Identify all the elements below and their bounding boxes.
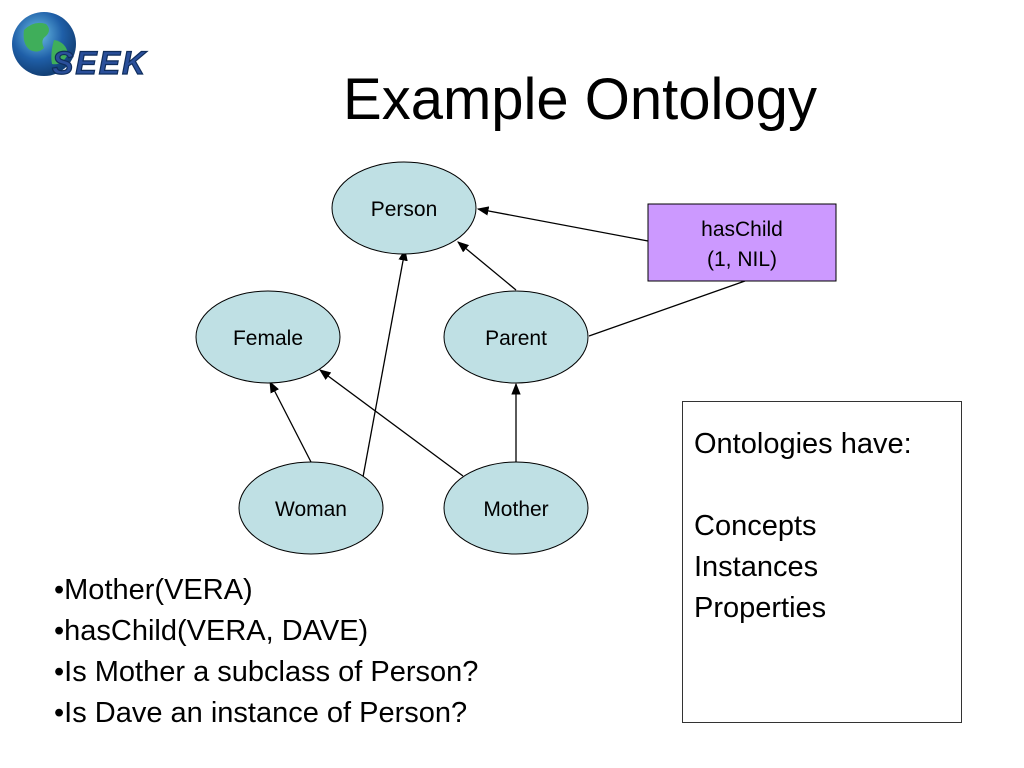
node-woman: Woman [238, 461, 384, 555]
relation-haschild-box: hasChild (1, NIL) [647, 203, 837, 282]
edge-woman-to-person [362, 248, 408, 478]
node-mother-label: Mother [483, 498, 548, 521]
edge-parent-to-person [457, 241, 517, 291]
edge-mother-to-female [319, 369, 464, 477]
bullet-item: •Is Dave an instance of Person? [54, 697, 468, 729]
node-female-label: Female [233, 327, 303, 350]
relation-haschild-cardinality: (1, NIL) [707, 248, 777, 271]
slide-title: Example Ontology [343, 67, 817, 132]
node-person: Person [331, 161, 477, 255]
node-parent: Parent [443, 290, 589, 384]
node-woman-label: Woman [275, 498, 347, 521]
edge-parent-to-haschild [588, 280, 746, 337]
node-female: Female [195, 290, 341, 384]
node-person-label: Person [371, 198, 438, 221]
relation-haschild-name: hasChild [701, 218, 783, 241]
info-box-item: Instances [694, 551, 819, 583]
ontology-info-box: Ontologies have: Concepts Instances Prop… [682, 401, 962, 723]
seek-logo: SEEK [12, 12, 148, 82]
bullet-list: •Mother(VERA) •hasChild(VERA, DAVE) •Is … [54, 570, 478, 734]
edge-woman-to-female [269, 380, 312, 463]
info-box-item: Properties [694, 592, 827, 624]
info-box-heading: Ontologies have: [694, 428, 912, 460]
globe-land-shape [23, 22, 49, 52]
edge-haschild-to-person [476, 206, 649, 242]
logo-text: SEEK [52, 45, 148, 81]
node-parent-label: Parent [485, 327, 547, 350]
bullet-item: •hasChild(VERA, DAVE) [54, 615, 369, 647]
bullet-item: •Mother(VERA) [54, 574, 253, 606]
info-box-spacer [694, 465, 961, 506]
globe-land-shape-2 [51, 40, 68, 65]
node-mother: Mother [443, 461, 589, 555]
info-box-item: Concepts [694, 510, 817, 542]
bullet-item: •Is Mother a subclass of Person? [54, 656, 479, 688]
